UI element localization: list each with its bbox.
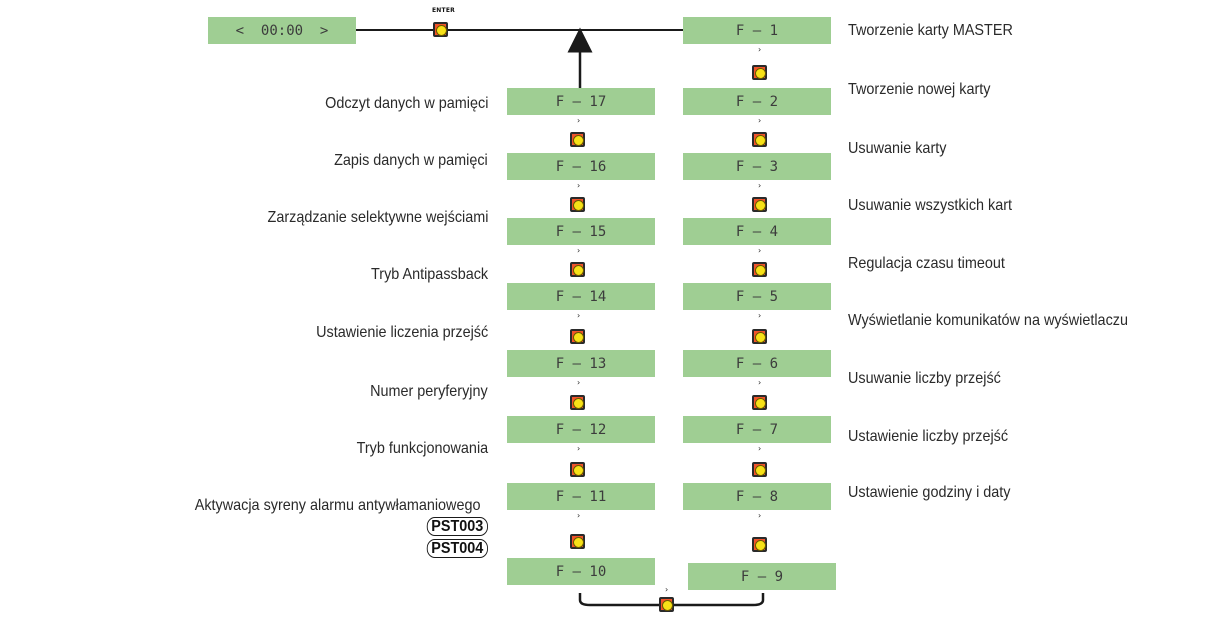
step-arrow-right-1: ›: [758, 45, 762, 54]
function-display-f10: F – 10: [507, 558, 655, 585]
function-display-f8: F – 8: [683, 483, 831, 510]
function-label-f4: Usuwanie wszystkich kart: [848, 197, 1013, 214]
next-button-left-12[interactable]: [570, 462, 585, 477]
function-display-f3: F – 3: [683, 153, 831, 180]
function-label-f7: Usuwanie liczby przejść: [848, 370, 1001, 387]
function-label-f1: Tworzenie karty MASTER: [848, 22, 1013, 39]
time-display: < 00:00 >: [208, 17, 356, 44]
function-label-f16: Zapis danych w pamięci: [334, 152, 488, 169]
step-arrow-left-16: ›: [577, 181, 581, 190]
next-button-left-16[interactable]: [570, 197, 585, 212]
next-button-right-3[interactable]: [752, 197, 767, 212]
next-button-right-8[interactable]: [752, 537, 767, 552]
function-label-f10: Aktywacja syreny alarmu antywłamaniowego: [194, 497, 480, 514]
function-label-f13: Ustawienie liczenia przejść: [315, 324, 488, 341]
function-label-f2: Tworzenie nowej karty: [848, 81, 991, 98]
function-display-f15: F – 15: [507, 218, 655, 245]
function-display-f14: F – 14: [507, 283, 655, 310]
step-arrow-left-14: ›: [577, 311, 581, 320]
model-tag-pst004: PST004: [426, 539, 488, 558]
next-button-right-6[interactable]: [752, 395, 767, 410]
function-label-f6: Wyświetlanie komunikatów na wyświetlaczu: [848, 312, 1128, 329]
function-display-f12: F – 12: [507, 416, 655, 443]
function-label-f14: Tryb Antipassback: [370, 266, 488, 283]
step-arrow-right-7: ›: [758, 444, 762, 453]
next-button-right-4[interactable]: [752, 262, 767, 277]
step-arrow-left-17: ›: [577, 116, 581, 125]
function-label-f12: Numer peryferyjny: [370, 383, 488, 400]
function-display-f11: F – 11: [507, 483, 655, 510]
next-button-left-17[interactable]: [570, 132, 585, 147]
step-arrow-left-11: ›: [577, 511, 581, 520]
step-arrow-left-12: ›: [577, 444, 581, 453]
step-arrow-right-6: ›: [758, 378, 762, 387]
step-arrow-left-13: ›: [577, 378, 581, 387]
function-label-f8: Ustawienie liczby przejść: [848, 428, 1009, 445]
next-button-left-15[interactable]: [570, 262, 585, 277]
function-label-f17: Odczyt danych w pamięci: [324, 95, 488, 112]
function-label-f11: Tryb funkcjonowania: [356, 440, 488, 457]
function-display-f16: F – 16: [507, 153, 655, 180]
next-button-right-7[interactable]: [752, 462, 767, 477]
function-label-f3: Usuwanie karty: [848, 140, 947, 157]
next-button-left-14[interactable]: [570, 329, 585, 344]
function-display-f9: F – 9: [688, 563, 836, 590]
function-display-f5: F – 5: [683, 283, 831, 310]
next-button-left-13[interactable]: [570, 395, 585, 410]
step-arrow-right-2: ›: [758, 116, 762, 125]
function-display-f1: F – 1: [683, 17, 831, 44]
step-arrow-right-5: ›: [758, 311, 762, 320]
function-display-f17: F – 17: [507, 88, 655, 115]
step-arrow-right-3: ›: [758, 181, 762, 190]
step-arrow-right-4: ›: [758, 246, 762, 255]
next-button-right-1[interactable]: [752, 65, 767, 80]
step-arrow-left-15: ›: [577, 246, 581, 255]
function-display-f13: F – 13: [507, 350, 655, 377]
function-label-f5: Regulacja czasu timeout: [848, 255, 1005, 272]
function-display-f7: F – 7: [683, 416, 831, 443]
next-button-right-2[interactable]: [752, 132, 767, 147]
bottom-enter-button[interactable]: [659, 597, 674, 612]
function-label-f15: Zarządzanie selektywne wejściami: [267, 209, 488, 226]
function-display-f4: F – 4: [683, 218, 831, 245]
function-label-f9: Ustawienie godziny i daty: [848, 484, 1011, 501]
enter-label: ENTER: [432, 7, 455, 14]
bottom-arrow-mark: ›: [665, 585, 669, 594]
enter-button[interactable]: [433, 22, 448, 37]
function-display-f2: F – 2: [683, 88, 831, 115]
next-button-left-11[interactable]: [570, 534, 585, 549]
model-tag-pst003: PST003: [426, 517, 488, 536]
function-display-f6: F – 6: [683, 350, 831, 377]
next-button-right-5[interactable]: [752, 329, 767, 344]
step-arrow-right-8: ›: [758, 511, 762, 520]
